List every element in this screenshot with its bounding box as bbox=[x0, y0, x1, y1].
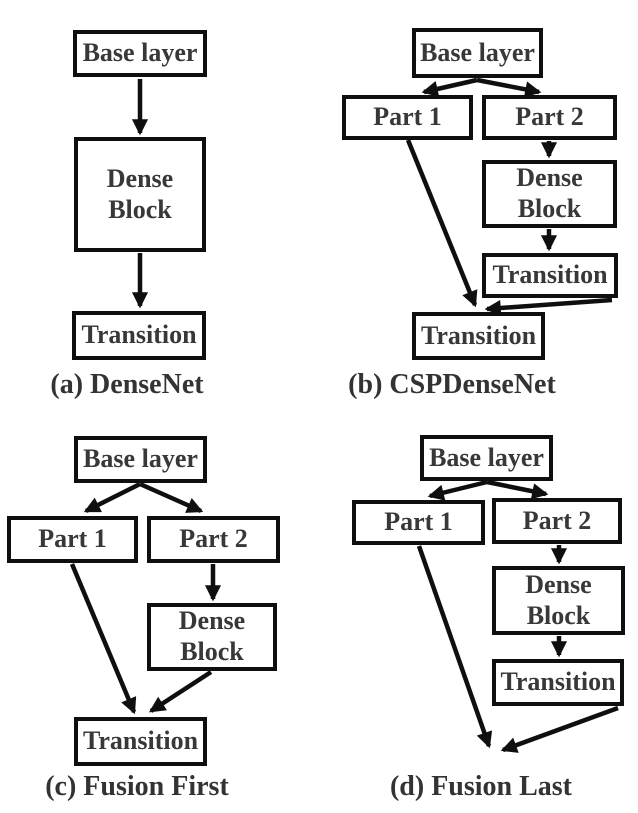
edge-b-part1-to-transition2 bbox=[405, 139, 478, 308]
caption-b-cspdensenet: (b) CSPDenseNet bbox=[348, 369, 556, 400]
edge-b-base-to-part1 bbox=[421, 77, 478, 97]
node-a-transition: Transition bbox=[72, 311, 206, 360]
edge-c-base-to-part2 bbox=[139, 481, 204, 514]
node-c-base-layer: Base layer bbox=[74, 436, 207, 483]
edge-c-base-to-part1 bbox=[83, 481, 142, 514]
edge-d-base-to-part1 bbox=[427, 479, 488, 501]
node-d-part2: Part 2 bbox=[492, 498, 622, 544]
node-c-transition: Transition bbox=[74, 717, 207, 766]
caption-d-fusion-last: (d) Fusion Last bbox=[389, 771, 573, 802]
node-b-part2: Part 2 bbox=[482, 95, 617, 140]
node-d-transition: Transition bbox=[492, 659, 624, 706]
node-d-dense-block: Dense Block bbox=[492, 566, 625, 635]
node-b-base-layer: Base layer bbox=[412, 28, 543, 78]
edge-d-base-to-part2 bbox=[486, 479, 549, 500]
node-c-part2: Part 2 bbox=[147, 516, 280, 563]
edge-d-transition-to-output bbox=[500, 705, 619, 753]
node-b-transition-upper: Transition bbox=[482, 253, 618, 298]
edge-b-transition1-to-transition2 bbox=[484, 297, 613, 317]
node-c-part1: Part 1 bbox=[7, 516, 138, 563]
edge-b-base-to-part2 bbox=[476, 77, 542, 98]
caption-a-densenet: (a) DenseNet bbox=[50, 369, 204, 400]
node-b-dense-block: Dense Block bbox=[482, 160, 617, 228]
edge-c-part1-to-transition bbox=[69, 563, 137, 715]
node-d-base-layer: Base layer bbox=[420, 435, 553, 481]
node-c-dense-block: Dense Block bbox=[147, 603, 277, 671]
node-b-transition-lower: Transition bbox=[412, 312, 545, 360]
node-a-dense-block: Dense Block bbox=[74, 137, 206, 252]
caption-c-fusion-first: (c) Fusion First bbox=[45, 771, 229, 802]
edge-d-part1-to-output bbox=[416, 545, 493, 749]
node-d-part1: Part 1 bbox=[352, 500, 485, 545]
node-b-part1: Part 1 bbox=[342, 95, 473, 140]
edge-c-dense-to-transition bbox=[148, 670, 213, 713]
node-a-base-layer: Base layer bbox=[73, 30, 207, 77]
